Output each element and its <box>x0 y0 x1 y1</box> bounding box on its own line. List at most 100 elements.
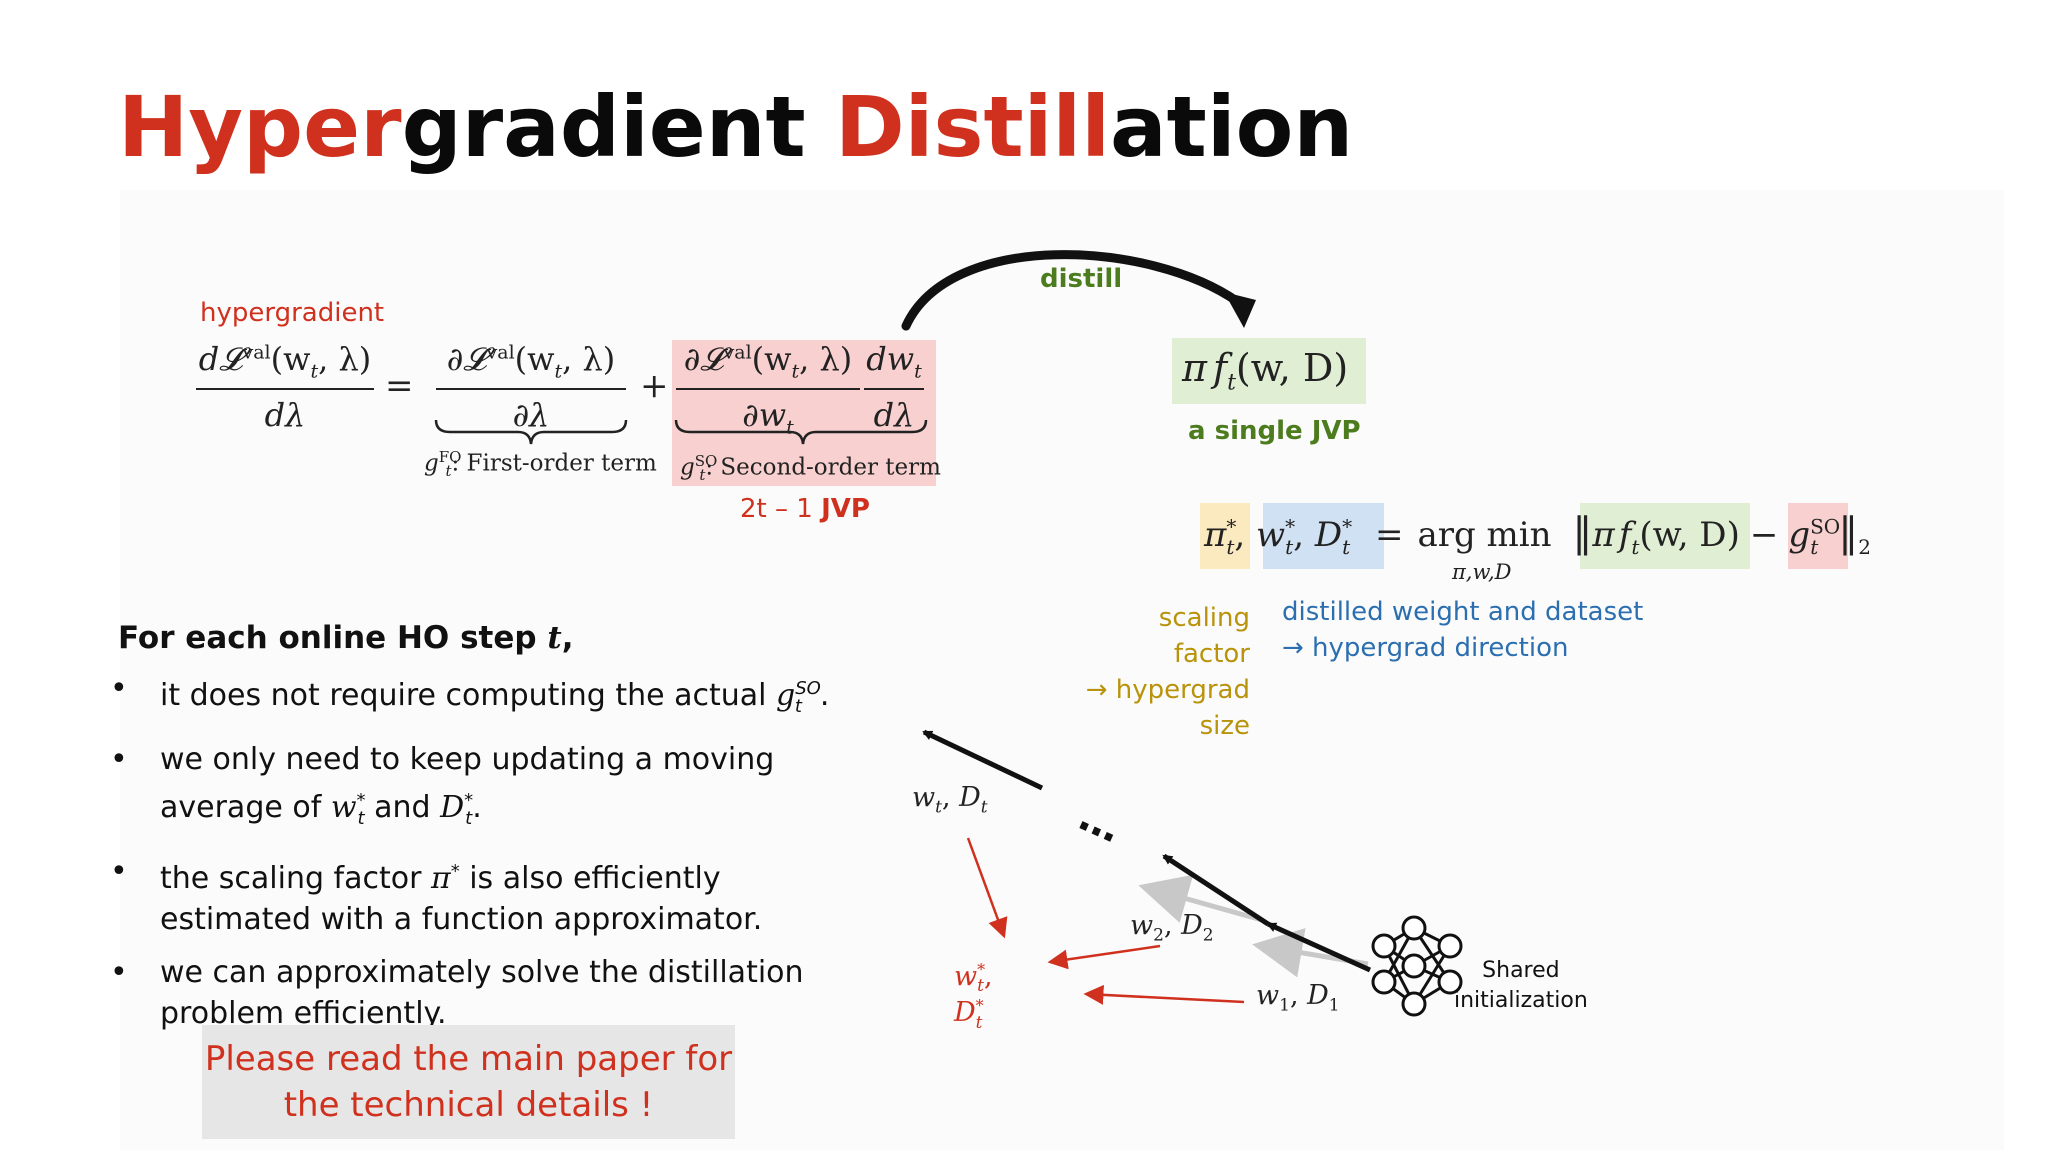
red-arrow-w1 <box>1083 984 1245 1005</box>
first-order-label: gFOt: First-order term <box>424 448 657 480</box>
bullet-dot: • <box>110 854 128 889</box>
b2-w-t: t <box>357 808 365 829</box>
norm-g-so: SO <box>1810 514 1841 539</box>
b2-D-star: * <box>464 790 474 811</box>
single-jvp-label: a single JVP <box>1188 416 1361 446</box>
so-text: : Second-order term <box>705 454 941 481</box>
pf-pi: π <box>1182 346 1207 390</box>
b3-text-a: the scaling factor <box>160 861 431 896</box>
wt-dt-label: wt, Dt <box>912 782 988 818</box>
wd-star-highlight <box>1263 503 1384 569</box>
black-arrow-2 <box>1162 853 1270 927</box>
red-arrow-wt <box>966 837 1008 939</box>
b2-and: and <box>364 790 441 825</box>
t1-num: ∂𝓛 <box>446 340 487 378</box>
t1-den: ∂λ <box>512 396 550 435</box>
title-part-ation: ation <box>1110 78 1354 176</box>
pf-args: (w, D) <box>1235 346 1349 390</box>
t2-den2: dλ <box>873 396 915 435</box>
b1-sup: SO <box>795 678 821 699</box>
argmin-D-star: * <box>1342 514 1353 539</box>
norm-gso-highlight <box>1788 503 1848 569</box>
bullets-heading: For each online HO step t, <box>118 620 573 656</box>
t2-den1: ∂w <box>742 396 787 435</box>
d2-D: D <box>1181 910 1203 941</box>
b2-text: we only need to keep updating a moving a… <box>160 742 775 825</box>
wt-sub: t <box>935 797 942 818</box>
b3-text-b: is also efficiently estimated with a fun… <box>160 861 763 937</box>
heading-comma: , <box>561 620 574 656</box>
read-paper-note: Please read the main paper for the techn… <box>202 1025 735 1139</box>
hypergradient-label: hypergradient <box>200 298 385 328</box>
wstar-w: w <box>954 961 978 992</box>
norm-g-t: t <box>1810 534 1819 559</box>
argmin-under: π,w,D <box>1452 560 1512 584</box>
dt-D: D <box>959 782 981 813</box>
norm-sub: 2 <box>1858 534 1871 559</box>
lhs-fraction: d𝓛val(wt, λ) dλ <box>196 340 374 434</box>
b1-end: . <box>819 678 830 713</box>
w2-d2-label: w2, D2 <box>1130 910 1214 946</box>
t1-args-sub: t <box>554 360 563 383</box>
b2-w-star: * <box>356 790 366 811</box>
b2-end: . <box>472 790 482 825</box>
argmin-pi-t: t <box>1226 534 1235 559</box>
t2-args-tail: , λ) <box>799 340 853 378</box>
note-line1: Please read the main paper for <box>204 1039 733 1079</box>
w2-w: w <box>1130 910 1154 941</box>
pf-f: f <box>1212 346 1228 390</box>
jvp-count-bold: JVP <box>821 494 870 524</box>
second-order-label: gSOt: Second-order term <box>680 452 941 484</box>
distilled-annotation: distilled weight and dataset → hypergrad… <box>1282 594 1643 666</box>
t1-sup: val <box>486 341 515 364</box>
second-order-highlight <box>672 340 936 486</box>
distilled-line1: distilled weight and dataset <box>1282 597 1644 627</box>
wstar-t: t <box>977 976 984 997</box>
t2-den1-sub: t <box>786 416 794 439</box>
title-part-gradient: gradient <box>401 78 835 176</box>
lhs-args: (w <box>270 340 311 378</box>
b3-pi-star: * <box>450 861 460 882</box>
t2-num2: dw <box>866 340 915 378</box>
argmin-pi-star: * <box>1226 514 1237 539</box>
b2-w: w <box>330 790 357 825</box>
bullet-dot: • <box>110 955 128 990</box>
fo-sup: FO <box>438 448 462 466</box>
pf-sub: t <box>1227 370 1236 396</box>
red-arrow-w2 <box>1047 944 1161 970</box>
t1-args: (w <box>514 340 555 378</box>
second-order-underbrace <box>674 419 928 445</box>
dstar-t: t <box>975 1012 983 1033</box>
equals-sign: = <box>385 366 414 406</box>
argmin-D: D <box>1314 515 1343 555</box>
first-order-fraction: ∂𝓛val(wt, λ) ∂λ <box>436 340 626 434</box>
t2-sup: val <box>723 341 752 364</box>
argmin-word: arg min <box>1417 515 1552 555</box>
title-part-distill: Distill <box>834 78 1110 176</box>
bullet-list: •it does not require computing the actua… <box>110 668 860 1046</box>
argmin-w: w <box>1256 515 1286 555</box>
b1-g: g <box>776 678 796 713</box>
norm-minus: − <box>1749 515 1779 555</box>
norm-g: g <box>1788 515 1811 555</box>
lhs-num: d𝓛 <box>198 340 243 378</box>
norm-args: (w, D) <box>1639 515 1740 555</box>
shared-line1: Shared <box>1482 958 1560 983</box>
title-part-hyper: Hyper <box>118 78 402 176</box>
shared-init-label: Shared initialization <box>1454 956 1588 1016</box>
dstar-star: * <box>975 996 984 1016</box>
black-arrow-3 <box>922 729 1044 791</box>
lhs-args-tail: , λ) <box>318 340 372 378</box>
slide-title: Hypergradient Distillation <box>118 78 1353 176</box>
w1-w: w <box>1256 980 1280 1011</box>
fo-text: : First-order term <box>451 450 657 477</box>
b1-sub: t <box>794 696 802 717</box>
t2b-fraction-bar <box>864 388 924 391</box>
note-line2: the technical details ! <box>283 1085 654 1125</box>
pi-f-highlight <box>1172 338 1366 404</box>
scaling-factor-annotation: scaling factor → hypergrad size <box>1084 600 1250 744</box>
